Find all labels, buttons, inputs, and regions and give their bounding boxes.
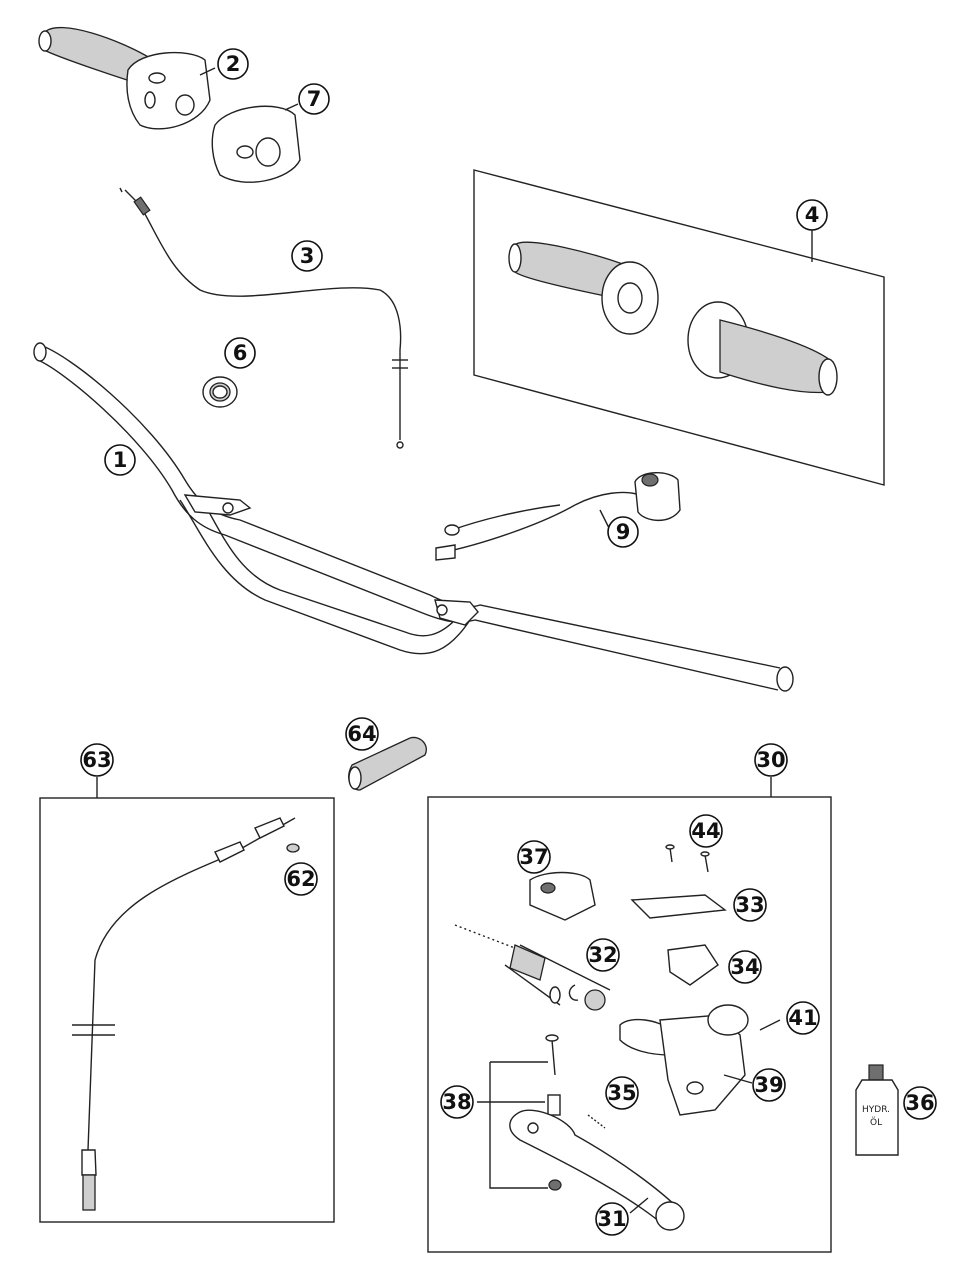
callout-label-9: 9	[616, 520, 631, 544]
callout-35: 35	[605, 1076, 639, 1110]
brake-fluid-bottle: HYDR. ÖL	[855, 1064, 899, 1156]
callout-label-1: 1	[113, 448, 128, 472]
callout-label-62: 62	[286, 867, 315, 891]
callout-label-3: 3	[300, 244, 315, 268]
callout-label-6: 6	[233, 341, 248, 365]
callout-6: 6	[224, 337, 256, 369]
callout-2: 2	[217, 48, 249, 80]
callout-label-44: 44	[691, 819, 720, 843]
callout-62: 62	[284, 862, 318, 896]
callout-label-35: 35	[607, 1081, 636, 1105]
callout-label-37: 37	[519, 845, 548, 869]
callout-label-32: 32	[588, 943, 617, 967]
callout-label-4: 4	[805, 203, 820, 227]
callout-38: 38	[440, 1085, 474, 1119]
callout-3: 3	[291, 240, 323, 272]
throttle-cover	[211, 105, 301, 183]
callout-4: 4	[796, 199, 828, 231]
callout-label-39: 39	[754, 1073, 783, 1097]
callout-64: 64	[345, 717, 379, 751]
callout-label-31: 31	[597, 1207, 626, 1231]
callout-label-41: 41	[788, 1006, 817, 1030]
throttle-grip	[38, 27, 211, 130]
throttle-cable	[119, 187, 408, 449]
callout-30: 30	[754, 743, 788, 777]
callout-9: 9	[607, 516, 639, 548]
grip-set-panel	[473, 169, 885, 486]
callout-32: 32	[586, 938, 620, 972]
callout-label-33: 33	[735, 893, 764, 917]
callout-label-7: 7	[307, 87, 322, 111]
callout-1: 1	[104, 444, 136, 476]
handlebar	[33, 342, 794, 692]
callout-33: 33	[733, 888, 767, 922]
callout-63: 63	[80, 743, 114, 777]
callout-label-34: 34	[730, 955, 759, 979]
callout-label-30: 30	[756, 748, 785, 772]
kill-switch	[435, 472, 681, 561]
callout-31: 31	[595, 1202, 629, 1236]
callout-39: 39	[752, 1068, 786, 1102]
callout-41: 41	[786, 1001, 820, 1035]
callout-label-38: 38	[442, 1090, 471, 1114]
bottle-label-line1: HYDR.	[862, 1105, 890, 1115]
callout-label-64: 64	[347, 722, 376, 746]
callout-label-36: 36	[905, 1091, 934, 1115]
bottle-label-line2: ÖL	[870, 1117, 882, 1128]
callout-34: 34	[728, 950, 762, 984]
brake-master-cylinder-panel	[427, 777, 832, 1253]
callout-label-63: 63	[82, 748, 111, 772]
callout-label-2: 2	[226, 52, 241, 76]
callout-44: 44	[689, 814, 723, 848]
ring-part	[202, 376, 238, 408]
callout-7: 7	[298, 83, 330, 115]
callout-36: 36	[903, 1086, 937, 1120]
clutch-cable-panel	[39, 777, 335, 1223]
lever-cover-64	[348, 736, 427, 791]
callout-37: 37	[517, 840, 551, 874]
